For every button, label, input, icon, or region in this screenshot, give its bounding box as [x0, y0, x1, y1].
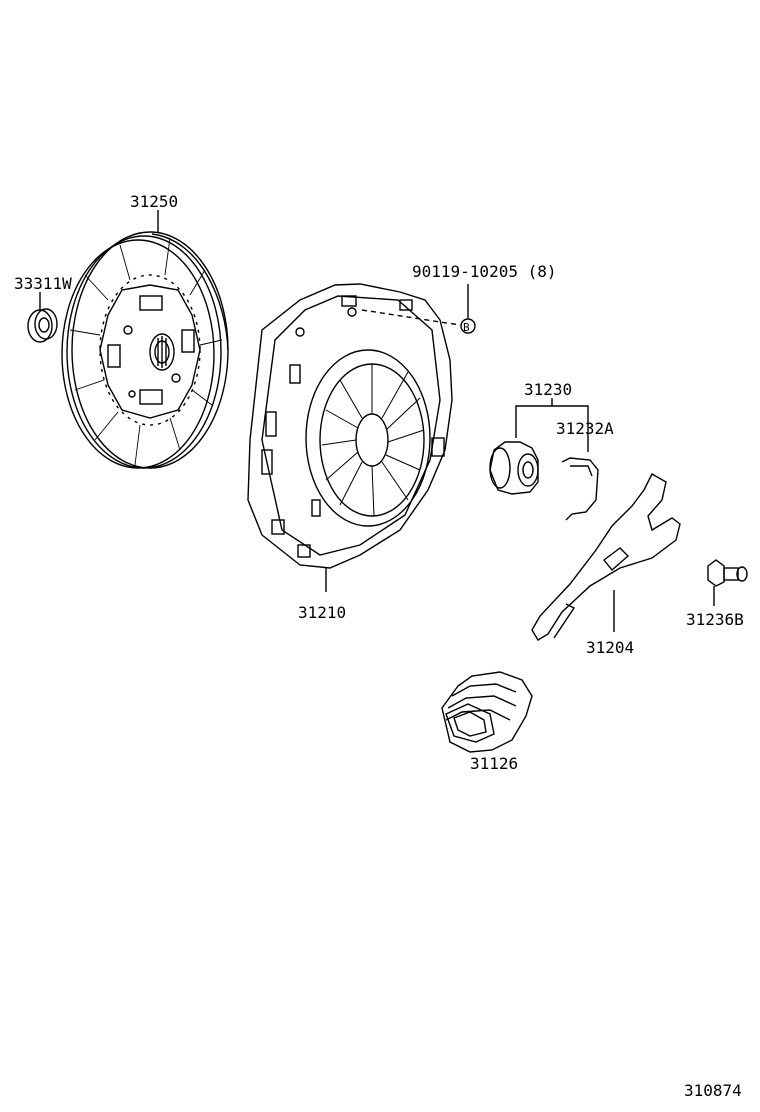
label-31230: 31230: [524, 380, 572, 399]
label-31232A: 31232A: [556, 419, 614, 438]
label-31250: 31250: [130, 192, 178, 211]
figure-number: 310874: [684, 1081, 742, 1100]
label-31236B: 31236B: [686, 610, 744, 629]
clutch-disc-drawing: [61, 231, 229, 469]
release-bearing-drawing: [489, 441, 539, 495]
release-bearing-clip-drawing: [561, 457, 599, 521]
label-31126: 31126: [470, 754, 518, 773]
bolt-dashed-leader: [361, 309, 461, 326]
fork-boot-drawing: [441, 671, 533, 753]
label-33311W: 33311W: [14, 274, 72, 293]
pivot-stud-drawing: [707, 559, 748, 587]
label-90119-10205: 90119-10205 (8): [412, 262, 557, 281]
pilot-bearing-drawing: [27, 308, 58, 343]
label-31210: 31210: [298, 603, 346, 622]
bolt-ref-circle: [460, 318, 476, 334]
release-fork-drawing: [531, 473, 681, 641]
bolt-ref-mark: B: [463, 321, 470, 334]
label-31204: 31204: [586, 638, 634, 657]
pressure-plate-drawing: [247, 283, 453, 569]
